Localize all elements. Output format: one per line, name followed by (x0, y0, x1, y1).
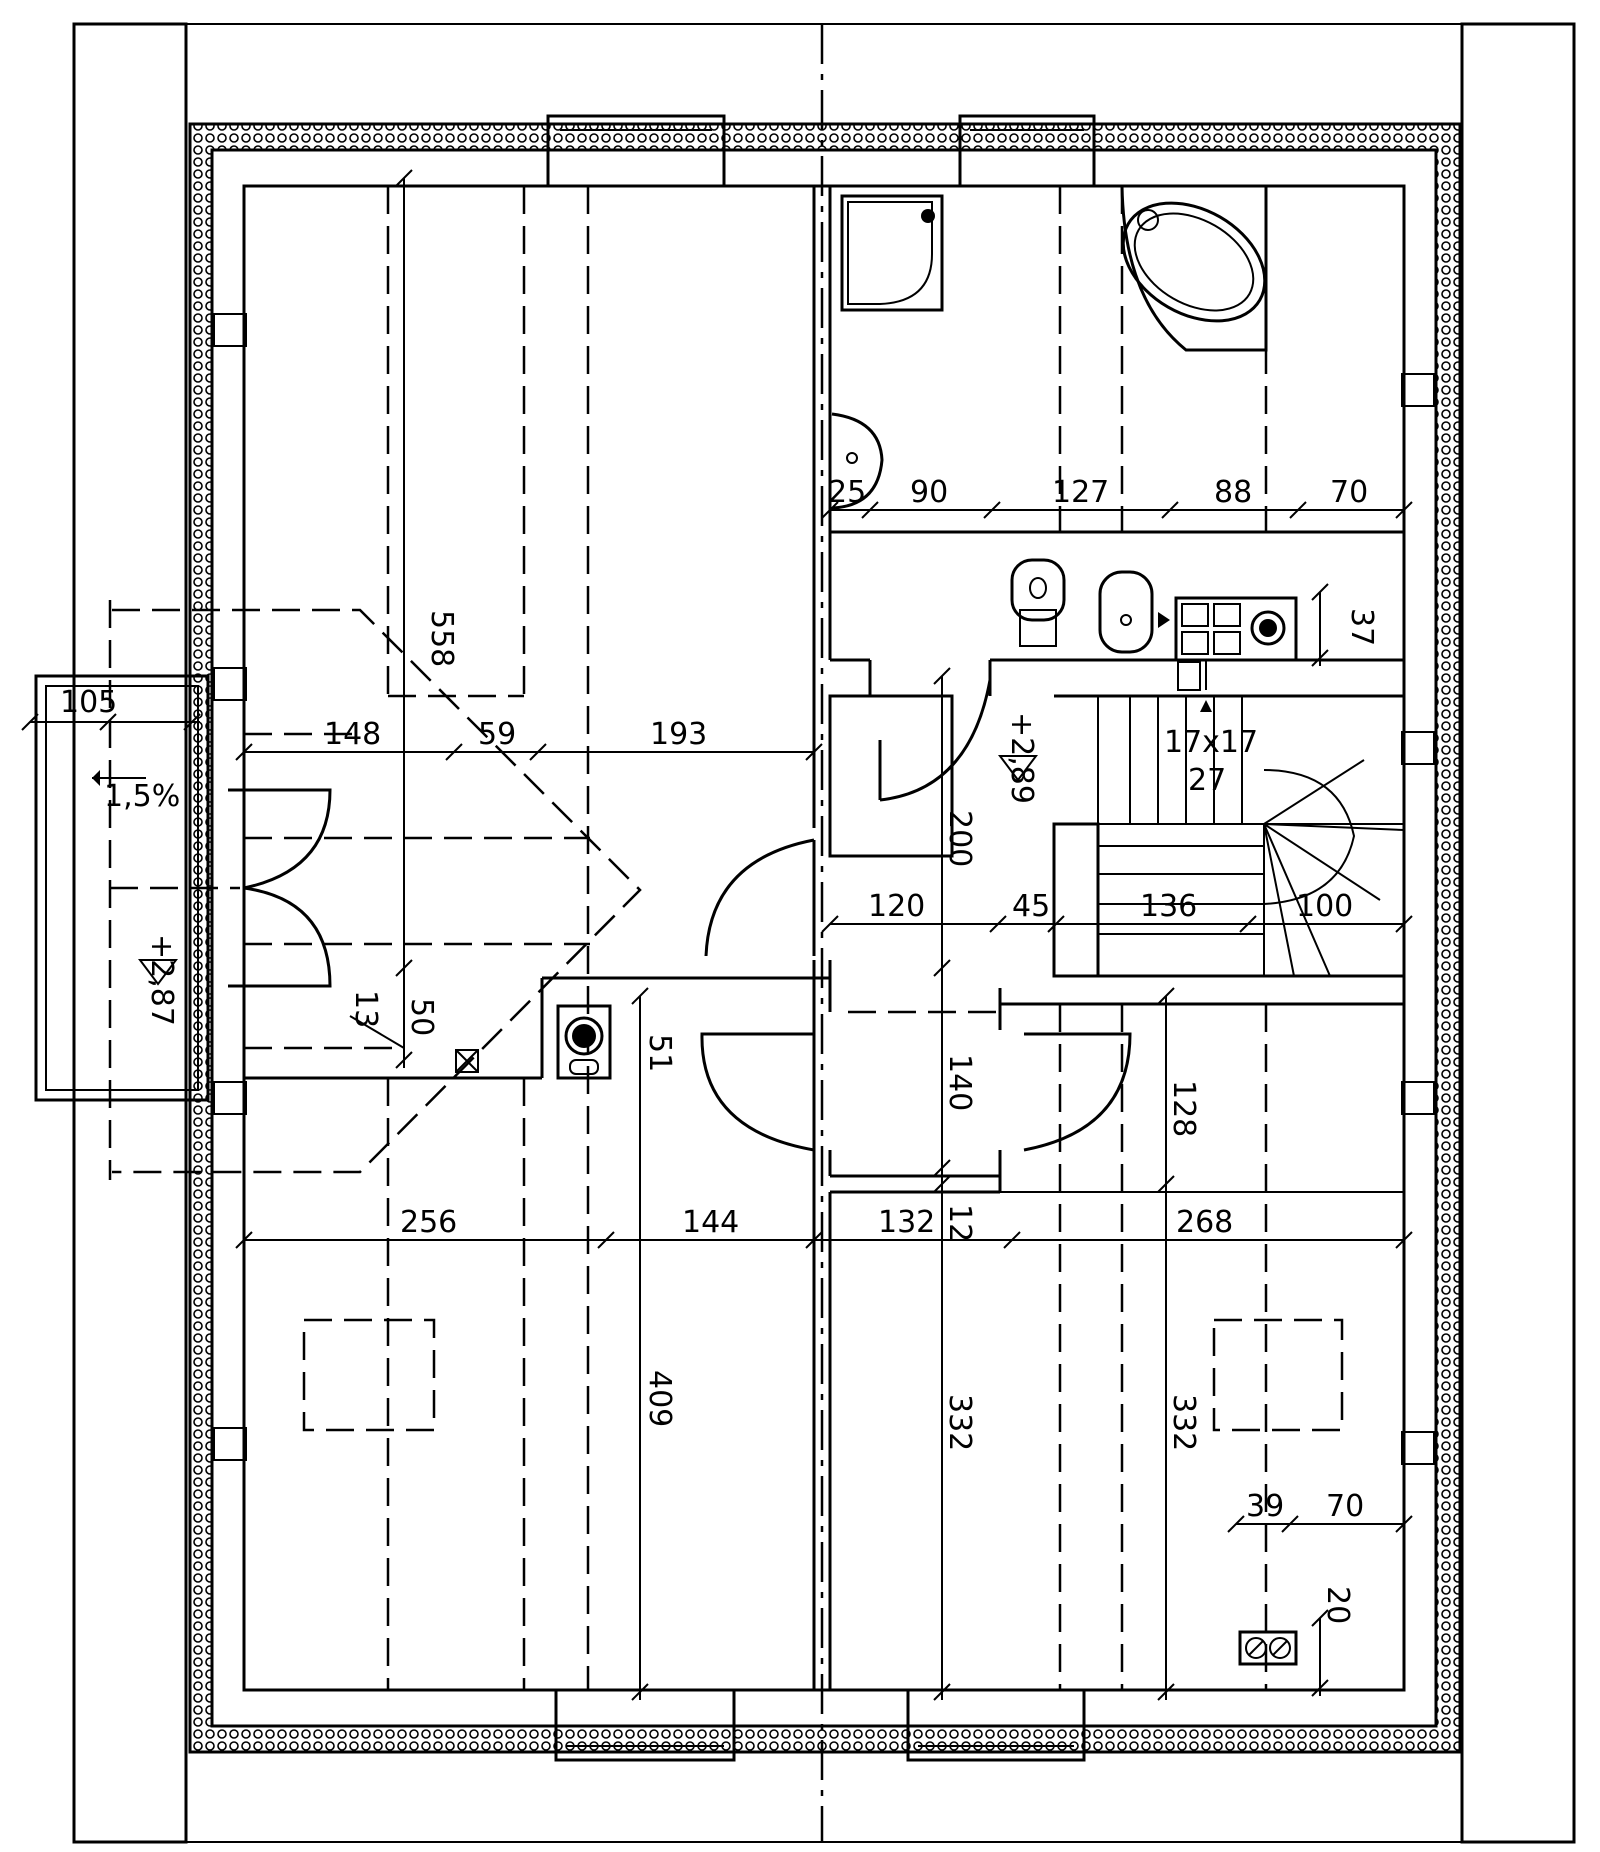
dim-59: 59 (478, 717, 516, 752)
dim-50: 50 (404, 998, 439, 1036)
stair-step-label: 17x17 (1164, 725, 1258, 760)
stair-count-label: 27 (1188, 763, 1226, 798)
dim-25: 25 (828, 475, 866, 510)
bathtub (1120, 184, 1268, 352)
annotation-labels: 1,5% 17x17 27 +2,87 +2,89 (104, 712, 1258, 1026)
washbasin (831, 412, 884, 510)
dim-256: 256 (400, 1205, 457, 1240)
shower (840, 194, 944, 312)
dim-51: 51 (642, 1034, 677, 1072)
dim-90: 90 (910, 475, 948, 510)
wall-piers (213, 313, 1435, 1465)
dim-39: 39 (1246, 1489, 1284, 1524)
dim-332-middle: 332 (942, 1394, 977, 1451)
slope-marker (92, 770, 146, 786)
boiler-cabinet (1174, 596, 1298, 691)
level-balcony: +2,87 (144, 934, 179, 1026)
staircase (1097, 660, 1405, 977)
dimension-labels: 148 59 193 105 558 25 90 127 88 70 37 12… (60, 475, 1379, 1624)
dim-193: 193 (650, 717, 707, 752)
roof-left (72, 22, 188, 1844)
level-stair: +2,89 (1004, 712, 1039, 804)
toilet (1010, 558, 1066, 647)
dim-88: 88 (1214, 475, 1252, 510)
vent-square (455, 1049, 479, 1073)
dim-332-right: 332 (1166, 1394, 1201, 1451)
dim-148: 148 (324, 717, 381, 752)
dim-132: 132 (878, 1205, 935, 1240)
chimney (556, 1004, 612, 1080)
dim-70-bottom: 70 (1326, 1489, 1364, 1524)
overhead-lines (112, 186, 1344, 1690)
dim-144: 144 (682, 1205, 739, 1240)
dimension-ticks (21, 169, 1413, 1701)
dim-268: 268 (1176, 1205, 1233, 1240)
level-marker-stair (998, 755, 1038, 782)
dim-105: 105 (60, 685, 117, 720)
balcony (34, 600, 240, 1180)
slope-label: 1,5% (104, 779, 180, 814)
doors (243, 679, 1132, 1152)
vent-double (1238, 1630, 1298, 1666)
outer-wall (188, 122, 1462, 1754)
window-bottom-left (554, 1688, 736, 1762)
dim-409: 409 (642, 1370, 677, 1427)
dim-12: 12 (942, 1204, 977, 1242)
dim-100: 100 (1296, 889, 1353, 924)
roof-right (1460, 22, 1576, 1844)
dimension-lines (30, 178, 1404, 1700)
dim-20: 20 (1320, 1586, 1355, 1624)
dim-70-top: 70 (1330, 475, 1368, 510)
window-bottom-right (906, 1688, 1086, 1762)
window-top-left (546, 114, 726, 188)
dim-140: 140 (942, 1054, 977, 1111)
level-marker-balcony (138, 959, 178, 986)
dim-45: 45 (1012, 889, 1050, 924)
dim-13: 13 (348, 990, 383, 1028)
dim-128: 128 (1166, 1080, 1201, 1137)
window-top-right (958, 114, 1096, 188)
dim-127: 127 (1052, 475, 1109, 510)
dim-558: 558 (424, 610, 459, 667)
dim-136: 136 (1140, 889, 1197, 924)
dim-120: 120 (868, 889, 925, 924)
dim-37: 37 (1344, 608, 1379, 646)
bidet (1098, 570, 1170, 654)
dim-200: 200 (942, 810, 977, 867)
